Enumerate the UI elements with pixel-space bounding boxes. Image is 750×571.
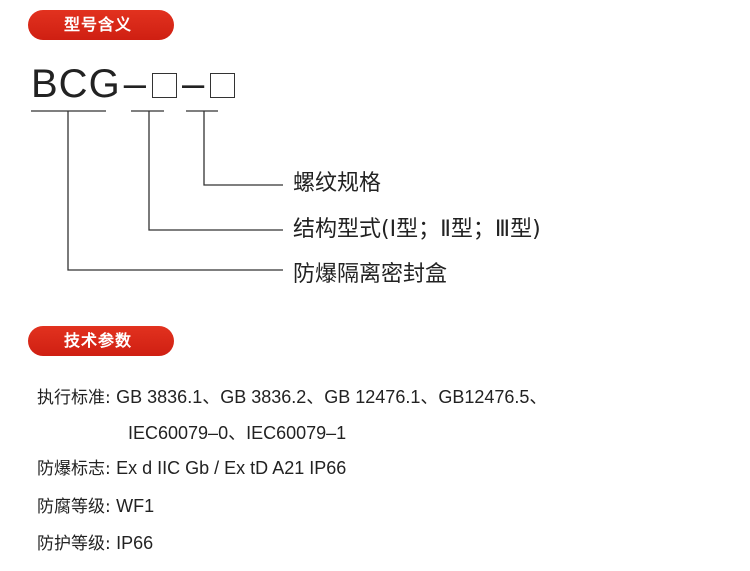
label-product-type: 防爆隔离密封盒: [293, 262, 448, 287]
spec-label-corrosion-grade: 防腐等级:: [37, 497, 111, 517]
model-code: BCG – –: [31, 60, 237, 108]
section-badge-model-meaning: 型号含义: [28, 10, 174, 40]
model-code-prefix: BCG: [31, 61, 121, 106]
spec-row-corrosion-grade: 防腐等级: WF1: [37, 494, 154, 519]
label-structure-type: 结构型式(Ⅰ型；Ⅱ型；Ⅲ型): [293, 217, 541, 242]
connector-thread: [203, 111, 283, 186]
section-title-tech-params: 技术参数: [64, 331, 133, 350]
model-code-separator-2: –: [181, 61, 206, 106]
spec-row-standard-continued: IEC60079–0、IEC60079–1: [128, 421, 346, 446]
section-badge-tech-params: 技术参数: [28, 326, 174, 356]
spec-value-corrosion-grade: WF1: [116, 496, 155, 516]
spec-label-explosion-mark: 防爆标志:: [37, 459, 111, 479]
spec-value-standard-line2: IEC60079–0、IEC60079–1: [128, 423, 347, 443]
connector-type: [67, 111, 283, 271]
spec-label-standard: 执行标准:: [37, 388, 111, 408]
spec-value-standard: GB 3836.1、GB 3836.2、GB 12476.1、GB12476.5…: [116, 387, 548, 407]
section-title-model-meaning: 型号含义: [64, 15, 133, 34]
model-code-separator-1: –: [123, 61, 147, 106]
model-code-connector-diagram: [31, 110, 283, 271]
spec-row-explosion-mark: 防爆标志: Ex d IIC Gb / Ex tD A21 IP66: [37, 456, 346, 481]
connector-structure: [148, 111, 283, 231]
spec-row-standard: 执行标准: GB 3836.1、GB 3836.2、GB 12476.1、GB1…: [37, 385, 547, 410]
spec-label-protection-grade: 防护等级:: [37, 534, 111, 554]
spec-row-protection-grade: 防护等级: IP66: [37, 531, 153, 556]
label-thread-spec: 螺纹规格: [293, 171, 382, 196]
model-code-placeholder-thread: [210, 72, 236, 98]
spec-value-explosion-mark: Ex d IIC Gb / Ex tD A21 IP66: [116, 458, 347, 478]
model-code-placeholder-structure: [151, 72, 177, 98]
spec-value-protection-grade: IP66: [116, 533, 154, 553]
